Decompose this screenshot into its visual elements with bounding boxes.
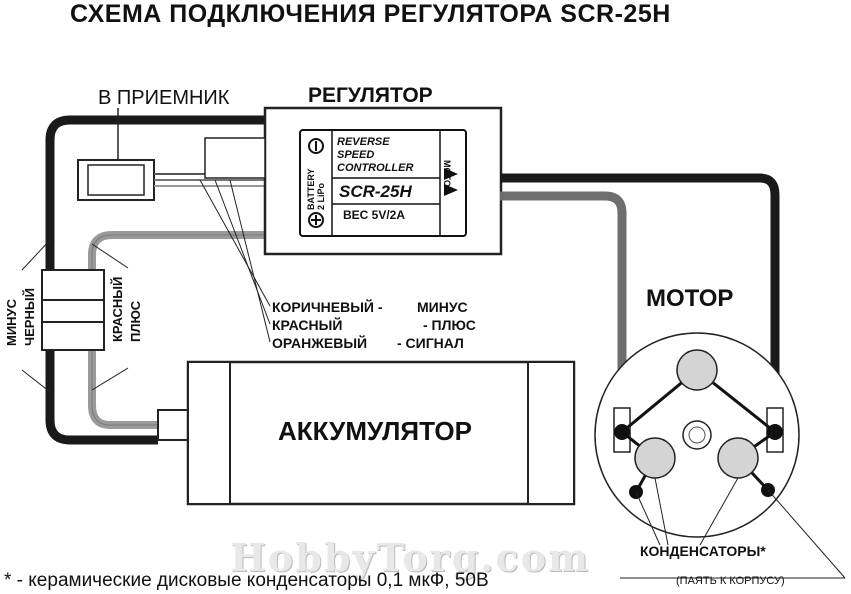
controller-label	[299, 129, 467, 237]
regulator-label: РЕГУЛЯТОР	[308, 84, 433, 107]
legend-leader	[199, 179, 271, 307]
motor-wire-gray	[500, 191, 627, 415]
capacitor-leader	[635, 491, 661, 546]
capacitor-left	[634, 437, 676, 479]
solder-point	[614, 424, 630, 440]
battery-label: АККУМУЛЯТОР	[278, 416, 472, 446]
capacitors-label: КОНДЕНСАТОРЫ*	[640, 543, 766, 559]
page-title: СХЕМА ПОДКЛЮЧЕНИЯ РЕГУЛЯТОРА SCR-25H	[70, 0, 671, 28]
minus-label: МИНУС	[4, 298, 19, 346]
wire-legend-meaning: МИНУС	[417, 299, 468, 315]
wire-legend-color: ОРАНЖЕВЫЙ	[272, 335, 368, 351]
battery-plug	[157, 409, 189, 441]
footnote: * - керамические дисковые конденсаторы 0…	[4, 570, 489, 591]
plus-label: ПЛЮС	[128, 300, 143, 342]
black-label: ЧЕРНЫЙ	[22, 288, 37, 346]
solder-note: (ПАЯТЬ К КОРПУСУ)	[676, 575, 785, 587]
controller-battery-side: BATTERY 2 LiPo	[306, 168, 326, 211]
capacitor-top	[676, 349, 718, 391]
motor-label: МОТОР	[646, 285, 734, 312]
watermark: HobbyTorg.com	[230, 535, 591, 580]
red-label: КРАСНЫЙ	[110, 276, 125, 342]
wire-legend-color: КОРИЧНЕВЫЙ -	[272, 299, 383, 315]
wire-legend-color: КРАСНЫЙ	[272, 317, 343, 333]
motor-wire-black	[500, 173, 780, 415]
wire-legend-meaning: - ПЛЮС	[423, 317, 476, 333]
battery-body	[186, 360, 576, 506]
motor-arrow-icon	[444, 168, 458, 180]
controller-model: SCR-25H	[339, 182, 412, 201]
receiver-label: В ПРИЕМНИК	[98, 87, 230, 109]
controller-motor-side: MOTOR	[442, 160, 452, 194]
controller-bec: BEC 5V/2A	[343, 208, 406, 222]
capacitor-right	[717, 437, 759, 479]
wire-legend-meaning: - СИГНАЛ	[397, 335, 464, 351]
controller-description: REVERSE SPEED CONTROLLER	[337, 136, 414, 174]
